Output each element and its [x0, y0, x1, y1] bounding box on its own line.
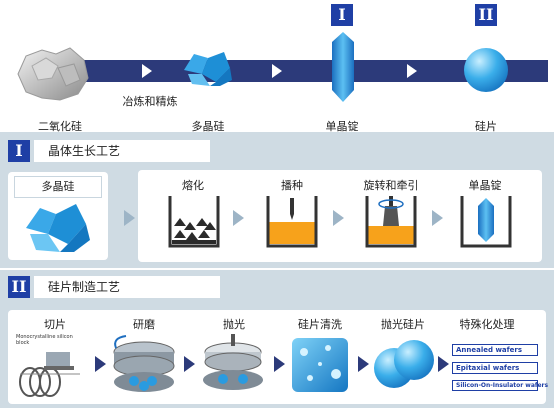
- growth-arrow-2: [333, 210, 344, 226]
- wafer-arrow-1: [95, 356, 106, 372]
- slicing-saw-icon: [19, 352, 80, 397]
- wafer-cleaning-icon: [292, 338, 348, 392]
- ingot-crucible-icon: [460, 196, 512, 248]
- band-arrow-1: [142, 64, 152, 78]
- ingot-icon: [332, 32, 354, 102]
- section-i-badge: I: [8, 140, 30, 162]
- step-pulling-label: 旋转和牵引: [363, 179, 419, 192]
- melting-crucible-icon: [168, 196, 220, 248]
- seeding-crucible-icon: [266, 196, 318, 248]
- pulling-crucible-icon: [365, 196, 417, 248]
- step-lapping-label: 研磨: [133, 318, 155, 331]
- band-arrow-2: [272, 64, 282, 78]
- growth-arrow-0: [124, 210, 135, 226]
- growth-arrow-3: [432, 210, 443, 226]
- wafer-arrow-3: [274, 356, 285, 372]
- slicing-caption: Monocrystalline silicon block: [16, 334, 73, 346]
- treatment-annealed: Annealed wafers: [452, 344, 538, 356]
- process-band: [40, 60, 548, 82]
- stage-label-refining: 冶炼和精炼: [122, 95, 178, 108]
- stage-label-wafer: 硅片: [475, 120, 497, 133]
- stage-label-polysilicon: 多晶硅: [191, 120, 225, 133]
- band-arrow-3: [407, 64, 417, 78]
- polished-wafers-icon: [374, 340, 434, 388]
- step-polishing-label: 抛光: [223, 318, 245, 331]
- step-ingot-label: 单晶锭: [468, 179, 502, 192]
- section-i-title: 晶体生长工艺: [34, 140, 210, 162]
- polysilicon-icon: [184, 52, 232, 86]
- wafer-arrow-5: [438, 356, 449, 372]
- treatment-soi: Silicon-On-Insulator wafers: [452, 380, 548, 391]
- step-slicing-label: 切片: [44, 318, 66, 331]
- step-cleaning-label: 硅片清洗: [298, 318, 342, 331]
- marker-ii: II: [475, 4, 497, 26]
- wafer-arrow-4: [358, 356, 369, 372]
- section-ii-badge: II: [8, 276, 30, 298]
- growth-arrow-1: [233, 210, 244, 226]
- treatment-epitaxial: Epitaxial wafers: [452, 362, 538, 374]
- step-melt-label: 熔化: [182, 179, 204, 192]
- section-ii-title: 硅片制造工艺: [34, 276, 220, 298]
- step-seeding-label: 播种: [281, 179, 303, 192]
- marker-i: I: [331, 4, 353, 26]
- polysilicon-card-label: 多晶硅: [14, 176, 102, 198]
- stage-label-silica: 二氧化硅: [38, 120, 82, 133]
- step-special-treatment-label: 特殊化处理: [459, 318, 515, 331]
- polishing-machine-icon: [203, 334, 263, 390]
- lapping-machine-icon: [113, 335, 175, 392]
- stage-label-ingot: 单晶锭: [325, 120, 359, 133]
- polysilicon-chunks-icon: [26, 204, 90, 252]
- step-polished-wafer-label: 抛光硅片: [381, 318, 425, 331]
- wafer-sphere-icon: [464, 48, 508, 92]
- wafer-arrow-2: [184, 356, 195, 372]
- silica-rock-icon: [17, 47, 89, 101]
